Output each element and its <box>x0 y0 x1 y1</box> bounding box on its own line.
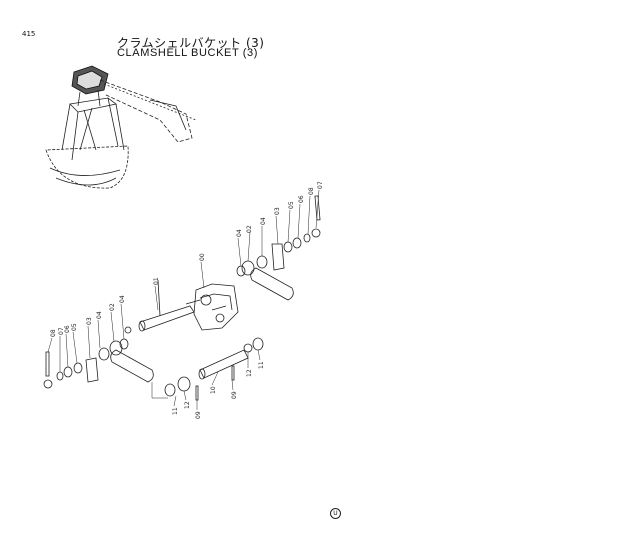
page-number: 415 <box>22 30 36 38</box>
lower-parts-stack <box>43 338 191 397</box>
part-label-08a: 08 <box>308 187 315 195</box>
part-label-06b: 06 <box>64 325 71 333</box>
title-japanese: クラムシェルバケット (3) <box>117 36 265 50</box>
part-label-05a: 05 <box>288 201 295 209</box>
pins <box>124 279 264 401</box>
part-label-01: 01 <box>153 277 160 285</box>
part-label-09b: 09 <box>195 411 202 419</box>
part-label-12a: 12 <box>246 369 253 377</box>
part-label-04a: 04 <box>236 229 243 237</box>
part-label-04b: 04 <box>260 217 267 225</box>
part-label-03b: 03 <box>86 317 93 325</box>
bucket-overview-sketch <box>45 65 197 189</box>
footer-mark: U <box>330 508 341 519</box>
center-bracket <box>193 283 239 331</box>
leader-lines <box>47 189 320 410</box>
part-label-03a: 03 <box>274 207 281 215</box>
part-label-05b: 05 <box>71 323 78 331</box>
part-label-07a: 07 <box>317 181 324 189</box>
part-label-11a: 11 <box>258 361 265 369</box>
part-label-04c: 04 <box>119 295 126 303</box>
part-label-02b: 02 <box>109 303 116 311</box>
part-label-11b: 11 <box>172 407 179 415</box>
part-label-02a: 02 <box>246 225 253 233</box>
part-label-06a: 06 <box>298 195 305 203</box>
title-english: CLAMSHELL BUCKET (3) <box>117 47 258 59</box>
part-label-00: 00 <box>199 253 206 261</box>
part-label-08b: 08 <box>50 329 57 337</box>
part-label-07b: 07 <box>58 327 65 335</box>
part-label-12b: 12 <box>184 401 191 409</box>
part-label-04d: 04 <box>96 311 103 319</box>
part-label-09a: 09 <box>231 391 238 399</box>
part-label-10: 10 <box>210 386 217 394</box>
part-number-labels: 00 01 02 02 03 03 04 04 04 04 05 05 06 0… <box>50 181 324 419</box>
